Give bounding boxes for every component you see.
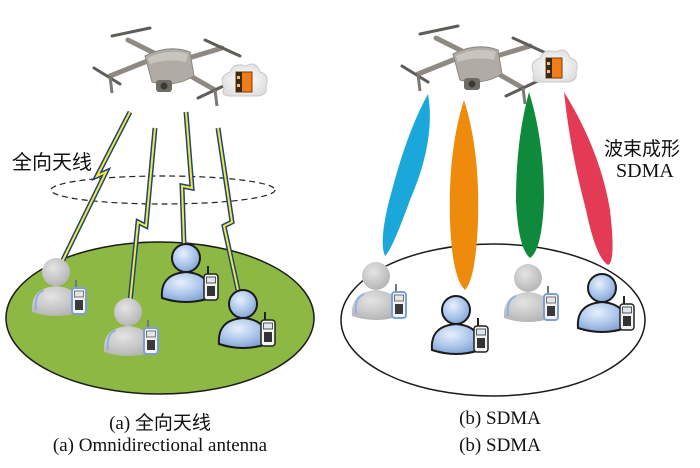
caption-b-cn: (b) SDMA xyxy=(459,408,541,429)
link-1 xyxy=(59,110,133,264)
panel-b-sdma xyxy=(340,26,646,397)
beams xyxy=(382,92,613,290)
cloud-server-icon xyxy=(531,49,578,83)
label-sdma: SDMA xyxy=(616,160,674,182)
label-beamforming: 波束成形 xyxy=(604,138,681,160)
caption-a-cn: (a) 全向天线 xyxy=(109,413,211,434)
beam-green xyxy=(516,92,544,258)
drone-icon xyxy=(94,28,240,106)
panel-a-omnidirectional xyxy=(5,28,315,395)
link-2 xyxy=(127,127,158,303)
coverage-area-white xyxy=(340,243,646,397)
beam-red xyxy=(564,92,613,265)
link-4 xyxy=(215,127,241,291)
radiation-pattern-dashed xyxy=(50,175,276,205)
caption-b-en: (b) SDMA xyxy=(459,435,541,456)
beam-orange xyxy=(449,100,479,290)
link-3 xyxy=(179,111,195,245)
drone-icon xyxy=(402,26,548,104)
beam-blue xyxy=(382,94,430,256)
caption-a-en: (a) Omnidirectional antenna xyxy=(52,435,268,456)
wireless-links xyxy=(59,110,241,303)
label-omnidirectional-antenna: 全向天线 xyxy=(12,150,92,174)
cloud-server-icon xyxy=(221,63,268,97)
